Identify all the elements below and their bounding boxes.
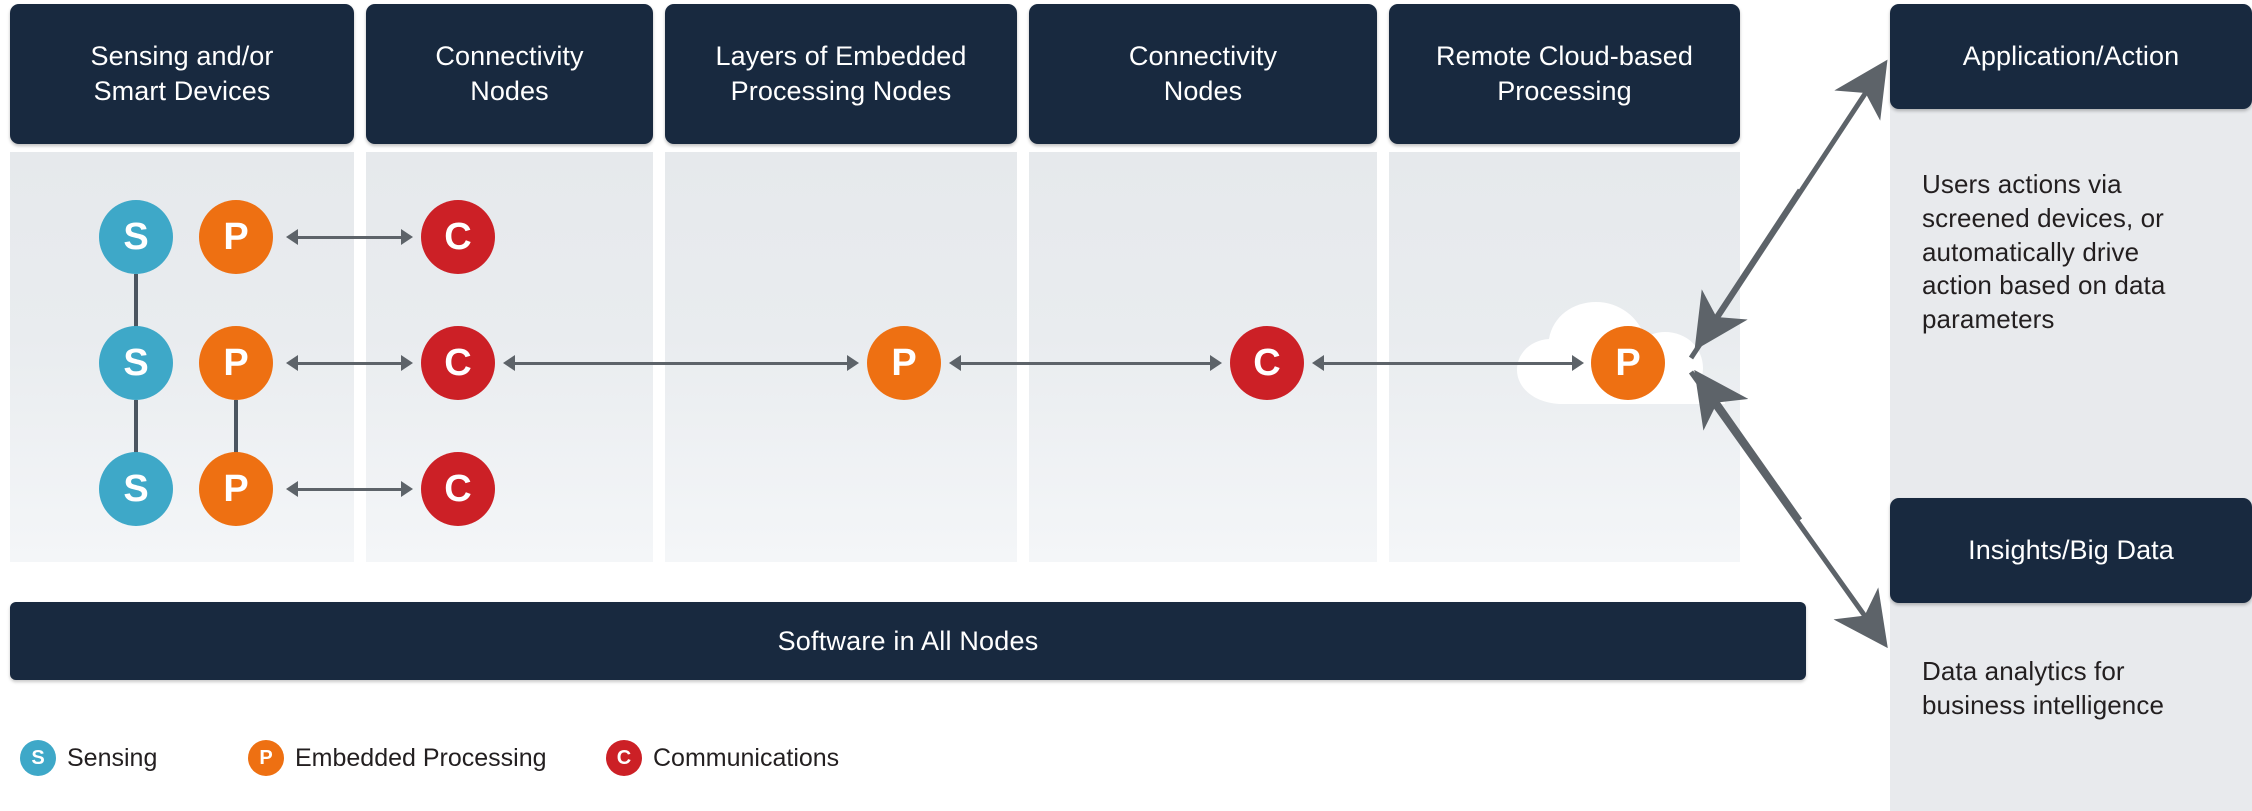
- column-body-row: S S S P P P C C C P C P: [10, 152, 1806, 562]
- arrow-head-left: [1312, 355, 1324, 371]
- panel-header-insights-big-data: Insights/Big Data: [1890, 498, 2252, 603]
- arrow-head-right: [401, 481, 413, 497]
- connector-processing-2-3: [234, 400, 238, 466]
- node-connectivity-1-2[interactable]: C: [421, 326, 495, 400]
- node-connectivity-2-1[interactable]: C: [1230, 326, 1304, 400]
- node-device-processing-3[interactable]: P: [199, 452, 273, 526]
- arrow-head-right: [1572, 355, 1584, 371]
- legend-item-embedded-processing: P Embedded Processing: [248, 740, 547, 776]
- communications-icon: C: [606, 740, 642, 776]
- legend-item-sensing: S Sensing: [20, 740, 157, 776]
- arrow-head-right: [1210, 355, 1222, 371]
- node-label: S: [123, 216, 149, 258]
- panel-header-application-action: Application/Action: [1890, 4, 2252, 109]
- node-sensing-3[interactable]: S: [99, 452, 173, 526]
- panel-title: Insights/Big Data: [1968, 535, 2174, 565]
- node-label: C: [444, 342, 472, 384]
- arrow-shaft: [294, 488, 405, 491]
- arrow-head-right: [847, 355, 859, 371]
- node-sensing-1[interactable]: S: [99, 200, 173, 274]
- node-device-processing-2[interactable]: P: [199, 326, 273, 400]
- arrow-head-left: [503, 355, 515, 371]
- node-label: C: [444, 468, 472, 510]
- node-connectivity-1-1[interactable]: C: [421, 200, 495, 274]
- node-label: S: [123, 468, 149, 510]
- arrow-device-to-connectivity-3: [286, 477, 413, 501]
- node-connectivity-1-3[interactable]: C: [421, 452, 495, 526]
- panel-title: Application/Action: [1962, 41, 2180, 71]
- arrow-connectivity1-to-embedded: [503, 351, 859, 375]
- arrow-shaft: [1320, 362, 1576, 365]
- legend-label: Embedded Processing: [295, 743, 547, 772]
- connector-sensing-1-2: [134, 274, 138, 340]
- node-label: P: [1615, 342, 1641, 384]
- panel-body-insights-big-data: Data analytics for business intelligence: [1922, 656, 2165, 720]
- arrow-head-left: [286, 355, 298, 371]
- node-label: P: [891, 342, 917, 384]
- node-label: P: [223, 342, 249, 384]
- node-device-processing-1[interactable]: P: [199, 200, 273, 274]
- sensing-icon: S: [20, 740, 56, 776]
- arrow-head-right: [401, 355, 413, 371]
- software-bar-label: Software in All Nodes: [777, 625, 1039, 656]
- arrow-device-to-connectivity-2: [286, 351, 413, 375]
- legend-item-communications: C Communications: [606, 740, 839, 776]
- arrow-shaft: [511, 362, 851, 365]
- legend-symbol: S: [31, 747, 45, 769]
- node-cloud-processing[interactable]: P: [1591, 326, 1665, 400]
- processing-icon: P: [248, 740, 284, 776]
- panel-body-application-action: Users actions via screened devices, or a…: [1922, 169, 2166, 335]
- node-label: P: [223, 468, 249, 510]
- node-label: S: [123, 342, 149, 384]
- arrow-shaft: [294, 362, 405, 365]
- legend-label: Communications: [653, 743, 840, 772]
- legend-symbol: C: [616, 747, 632, 769]
- arrow-head-left: [286, 481, 298, 497]
- arrow-head-left: [286, 229, 298, 245]
- node-label: C: [1253, 342, 1281, 384]
- node-embedded-processing-mid[interactable]: P: [867, 326, 941, 400]
- legend-label: Sensing: [67, 743, 158, 772]
- software-in-all-nodes-bar: Software in All Nodes: [10, 602, 1806, 680]
- node-label: C: [444, 216, 472, 258]
- arrow-head-left: [949, 355, 961, 371]
- node-label: P: [223, 216, 249, 258]
- node-sensing-2[interactable]: S: [99, 326, 173, 400]
- connector-sensing-2-3: [134, 400, 138, 466]
- arrow-embedded-to-connectivity2: [949, 351, 1222, 375]
- arrow-shaft: [957, 362, 1214, 365]
- arrow-head-right: [401, 229, 413, 245]
- arrow-shaft: [294, 236, 405, 239]
- arrow-device-to-connectivity-1: [286, 225, 413, 249]
- legend-symbol: P: [259, 747, 273, 769]
- arrow-connectivity2-to-cloud: [1312, 351, 1584, 375]
